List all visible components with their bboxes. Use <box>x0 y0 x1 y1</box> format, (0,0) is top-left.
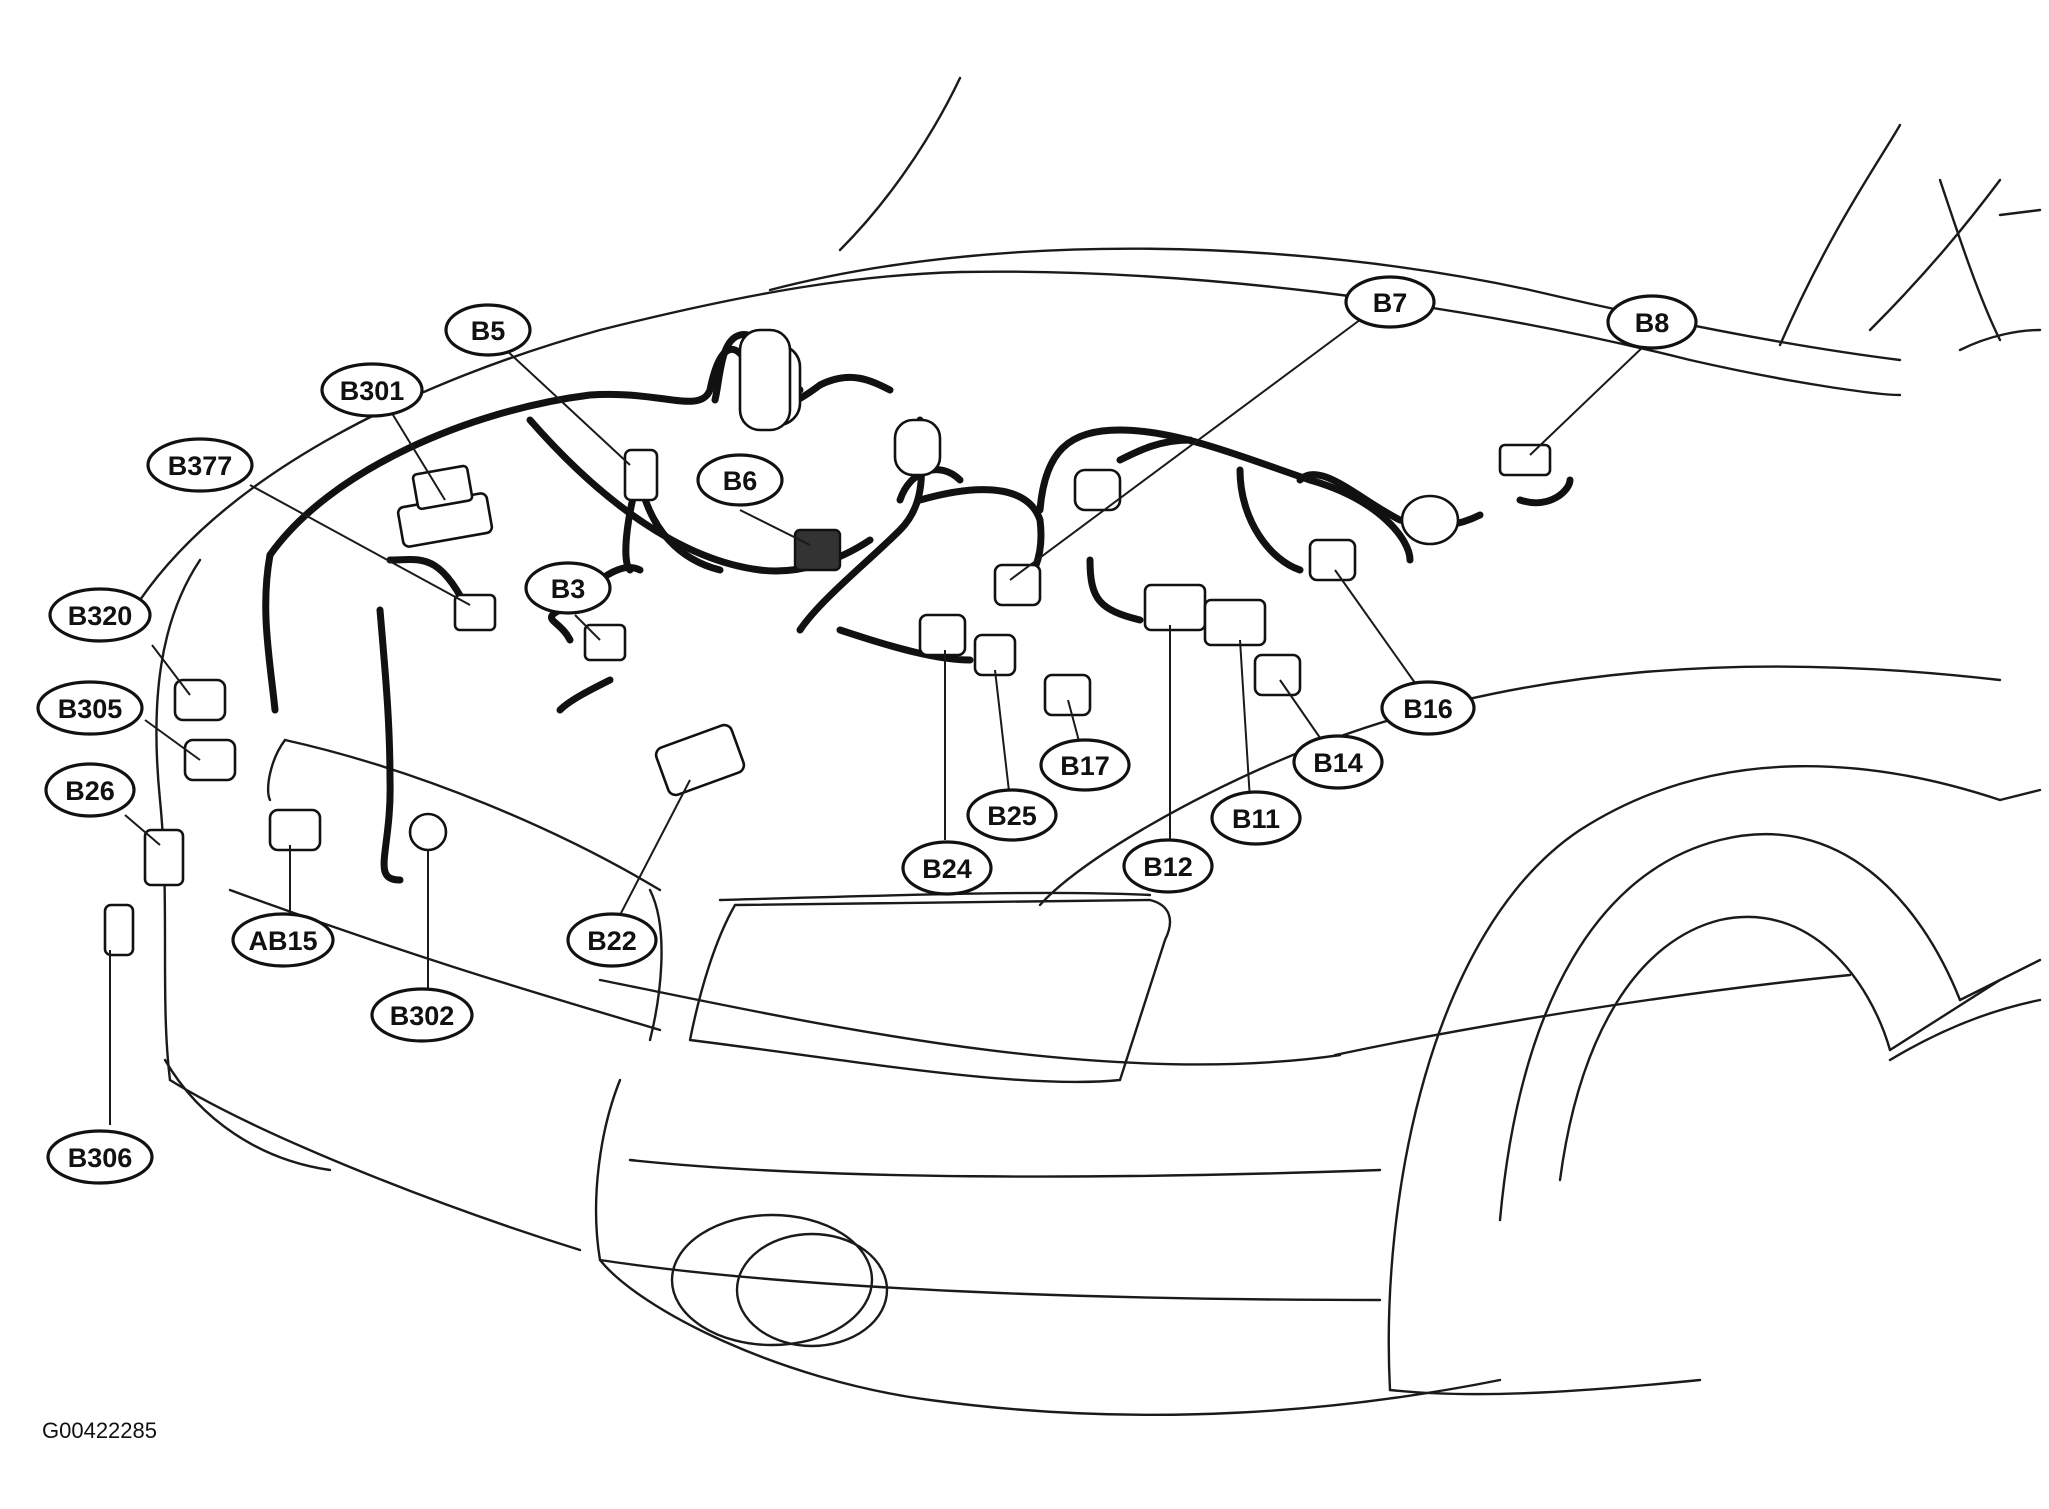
connector-b12 <box>1143 583 1207 632</box>
callout-b17: B17 <box>1039 738 1131 792</box>
label-b25: B25 <box>987 801 1037 831</box>
label-b5: B5 <box>471 316 506 346</box>
connector-b17 <box>1043 673 1092 717</box>
connector-b14 <box>1253 653 1302 697</box>
connector-b26 <box>143 828 185 887</box>
connector-b7-bracket <box>1073 468 1122 512</box>
label-b22: B22 <box>587 926 637 956</box>
callout-b377: B377 <box>146 437 254 493</box>
label-b12: B12 <box>1143 852 1193 882</box>
label-b301: B301 <box>340 376 405 406</box>
callout-b320: B320 <box>48 587 152 643</box>
callout-b301: B301 <box>320 362 424 418</box>
connector-b320 <box>173 678 227 722</box>
connector-b5-socket <box>738 328 792 432</box>
callout-b12: B12 <box>1122 838 1214 894</box>
callout-b24: B24 <box>901 840 993 896</box>
callout-b26: B26 <box>44 762 136 818</box>
label-b8: B8 <box>1635 308 1670 338</box>
label-b14: B14 <box>1313 748 1363 778</box>
connector-b25 <box>973 633 1017 677</box>
connector-horn <box>1400 494 1460 546</box>
label-b26: B26 <box>65 776 115 806</box>
callout-b11: B11 <box>1210 790 1302 846</box>
label-b305: B305 <box>58 694 123 724</box>
callout-b305: B305 <box>36 680 144 736</box>
label-b302: B302 <box>390 1001 455 1031</box>
callout-b8: B8 <box>1606 294 1698 350</box>
connector-ab15 <box>268 808 322 852</box>
callout-ab15: AB15 <box>231 912 335 968</box>
callout-b306: B306 <box>46 1129 154 1185</box>
callout-b3: B3 <box>524 561 612 615</box>
label-b17: B17 <box>1060 751 1110 781</box>
label-b16: B16 <box>1403 694 1453 724</box>
connector-b24 <box>918 613 967 657</box>
callout-b302: B302 <box>370 987 474 1043</box>
connector-b6 <box>793 528 842 572</box>
label-b11: B11 <box>1232 804 1280 834</box>
figure-code: G00422285 <box>42 1418 157 1443</box>
label-b7: B7 <box>1373 288 1408 318</box>
connector-b7 <box>993 563 1042 607</box>
callout-b22: B22 <box>566 912 658 968</box>
label-b3: B3 <box>551 574 586 604</box>
callout-b7: B7 <box>1344 275 1436 329</box>
connector-b305 <box>183 738 237 782</box>
callout-b6: B6 <box>696 453 784 507</box>
label-b306: B306 <box>68 1143 133 1173</box>
connector-b377 <box>453 593 497 632</box>
leader-lines <box>109 304 1646 1125</box>
connector-b306 <box>103 903 135 957</box>
connector-b11 <box>1203 598 1267 647</box>
callout-b16: B16 <box>1380 680 1476 736</box>
connector-b22 <box>654 723 746 797</box>
connector-b302-ring <box>408 812 448 852</box>
connector-b5 <box>623 448 659 502</box>
connectors <box>103 328 1552 957</box>
connector-b301-top <box>411 464 474 511</box>
label-b377: B377 <box>168 451 233 481</box>
connector-b16 <box>1308 538 1357 582</box>
callout-b25: B25 <box>966 788 1058 842</box>
label-b6: B6 <box>723 466 758 496</box>
callout-b5: B5 <box>444 303 532 357</box>
connector-b8 <box>1498 443 1552 477</box>
label-b320: B320 <box>68 601 133 631</box>
callout-b14: B14 <box>1292 734 1384 790</box>
label-b24: B24 <box>922 854 972 884</box>
connector-b7-cap <box>893 418 942 477</box>
label-ab15: AB15 <box>248 926 317 956</box>
